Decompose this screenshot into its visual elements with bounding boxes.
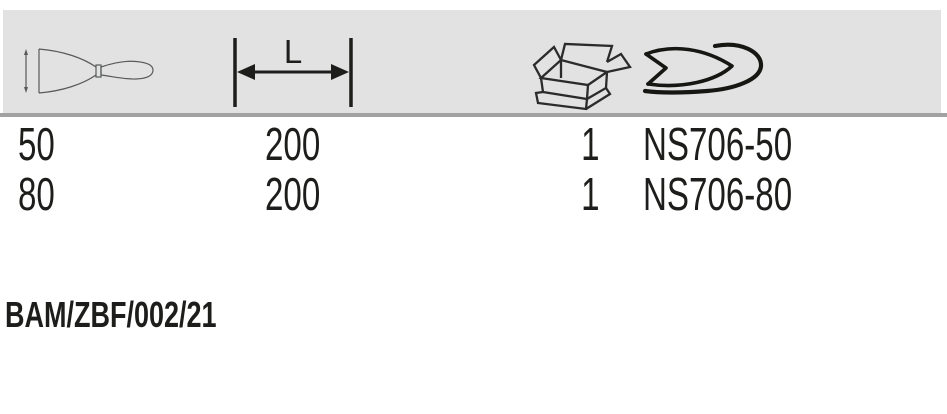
cell-pack-qty: 1	[581, 118, 600, 170]
catalog-reference: BAM/ZBF/002/21	[5, 294, 217, 335]
cell-length: 200	[265, 118, 321, 170]
cell-length: 200	[265, 168, 321, 220]
table-header: L	[3, 10, 941, 113]
cell-blade-width: 80	[18, 168, 55, 220]
table-row: 80 200 1 NS706-80	[0, 169, 947, 219]
packaging-box-icon	[532, 42, 632, 111]
cell-pack-qty: 1	[581, 168, 600, 220]
length-symbol: L	[284, 34, 302, 70]
cell-product-code: NS706-50	[643, 118, 793, 170]
cell-product-code: NS706-80	[643, 168, 793, 220]
table-row: 50 200 1 NS706-50	[0, 119, 947, 169]
header-divider	[0, 113, 947, 117]
length-dimension-icon: L	[233, 34, 353, 107]
fish-logo-icon	[642, 42, 764, 95]
putty-knife-icon	[24, 48, 154, 94]
cell-blade-width: 50	[18, 118, 55, 170]
